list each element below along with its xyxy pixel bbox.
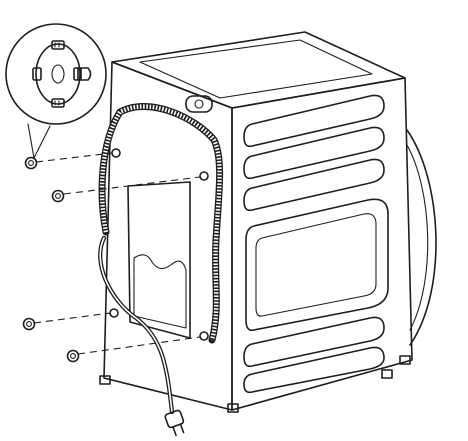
front-door-edge-inner bbox=[406, 144, 429, 331]
washer-top bbox=[111, 31, 406, 109]
cap-plug-icon bbox=[22, 317, 36, 331]
power-cord bbox=[98, 235, 185, 437]
leader-line bbox=[77, 336, 201, 355]
bolt-hole-top-right bbox=[199, 171, 209, 181]
leader-line bbox=[35, 152, 113, 163]
vent-window-inner bbox=[255, 213, 377, 317]
bolt-hole-bottom-left bbox=[109, 308, 119, 318]
bolt-hole-top-left bbox=[111, 148, 121, 158]
side-vents bbox=[243, 94, 389, 394]
leader-lines bbox=[33, 152, 201, 355]
top-lid bbox=[139, 39, 373, 99]
vent-slot bbox=[243, 158, 385, 212]
callout-pointer bbox=[27, 123, 51, 159]
cap-plug-callout bbox=[5, 23, 107, 159]
power-plug-icon bbox=[164, 409, 185, 437]
access-cover bbox=[127, 181, 191, 339]
vent-slot bbox=[243, 346, 385, 394]
cap-plug-magnified-icon bbox=[32, 40, 92, 108]
foot-middle bbox=[227, 403, 239, 413]
foot-front bbox=[399, 355, 411, 365]
vent-slot bbox=[243, 94, 385, 148]
cap-plug-icon bbox=[51, 189, 65, 203]
vent-slot bbox=[243, 126, 385, 180]
rear-vent-port bbox=[185, 95, 213, 113]
power-cord-highlight bbox=[99, 237, 173, 413]
leader-line bbox=[33, 312, 111, 324]
washer-body bbox=[99, 31, 437, 413]
front-door-edge bbox=[406, 129, 437, 346]
cap-plugs bbox=[22, 156, 80, 363]
callout-circle bbox=[5, 23, 107, 125]
cap-plug-icon bbox=[24, 156, 38, 170]
vent-window-outer bbox=[245, 198, 389, 332]
foot-right bbox=[381, 369, 393, 379]
access-cover-notch bbox=[133, 254, 187, 329]
drain-hose-inner bbox=[99, 104, 222, 341]
rear-details bbox=[109, 95, 213, 341]
foot-left bbox=[99, 375, 111, 385]
vent-slot bbox=[243, 316, 385, 368]
cap-plug-icon bbox=[66, 349, 80, 363]
side-panel bbox=[231, 77, 413, 411]
drain-hose-icon bbox=[98, 103, 224, 344]
leader-line bbox=[63, 176, 201, 195]
bolt-hole-bottom-right bbox=[199, 331, 209, 341]
rear-vent-port-knob bbox=[194, 99, 204, 109]
